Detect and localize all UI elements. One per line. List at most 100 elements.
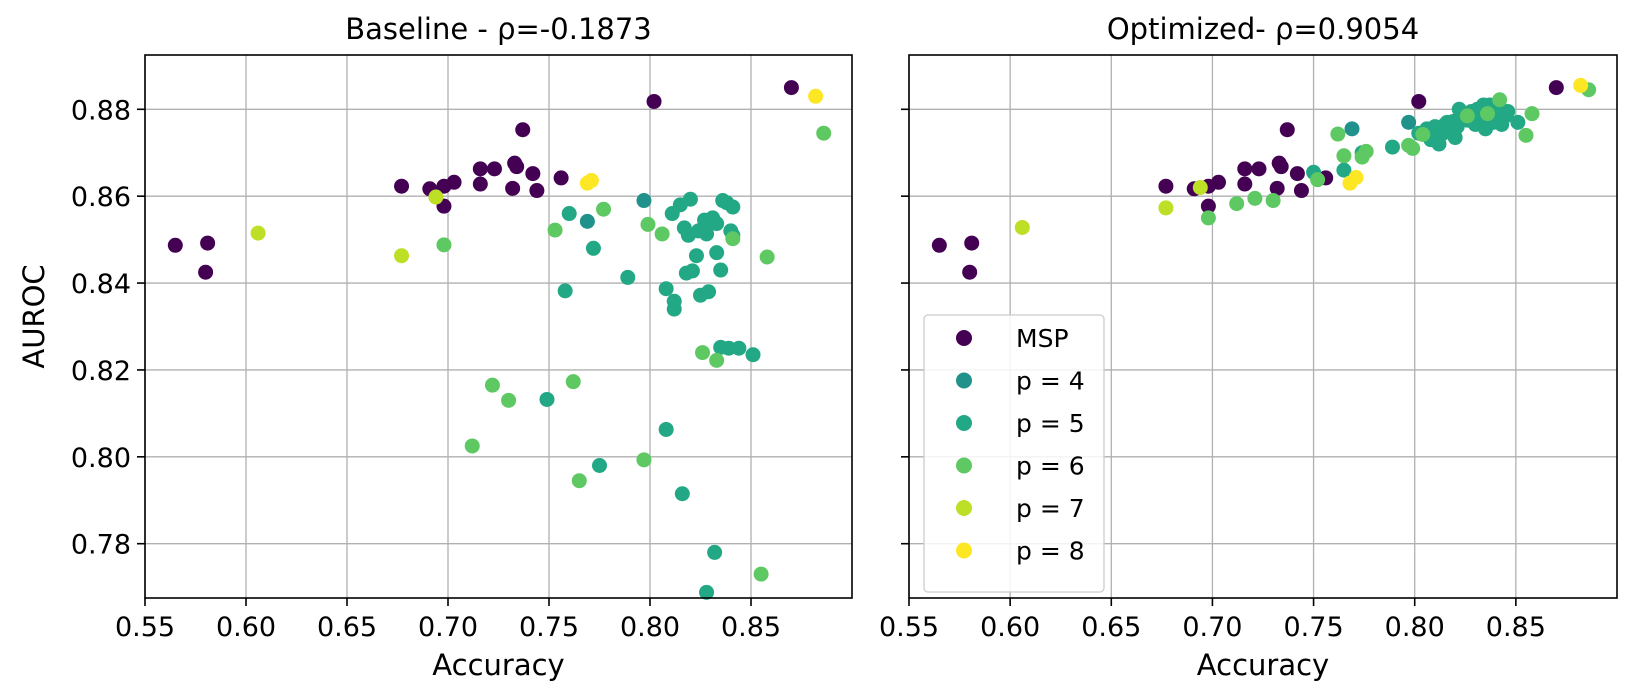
scatter-point <box>688 248 704 264</box>
scatter-point <box>1500 103 1516 119</box>
scatter-point <box>436 237 452 253</box>
x-tick-label: 0.75 <box>1284 612 1344 643</box>
scatter-point <box>484 377 500 393</box>
legend-marker <box>956 330 972 346</box>
scatter-point <box>1269 180 1285 196</box>
scatter-point <box>1411 93 1427 109</box>
scatter-point <box>1492 92 1508 108</box>
scatter-point <box>200 235 216 251</box>
scatter-point <box>1459 108 1475 124</box>
scatter-point <box>1330 126 1346 142</box>
scatter-point <box>713 262 729 278</box>
legend-marker <box>956 542 972 559</box>
y-tick-label: 0.78 <box>71 530 131 561</box>
scatter-point <box>1384 139 1400 155</box>
scatter-point <box>394 178 410 194</box>
scatter-point <box>1548 80 1564 96</box>
scatter-point <box>640 216 656 232</box>
scatter-point <box>962 264 978 280</box>
scatter-point <box>583 173 599 189</box>
y-axis-label: AUROC <box>17 264 51 368</box>
scatter-point <box>486 161 502 177</box>
scatter-point <box>553 170 569 186</box>
scatter-point <box>731 340 747 356</box>
y-tick-label: 0.80 <box>71 443 131 474</box>
y-tick-label: 0.88 <box>71 95 131 126</box>
scatter-point <box>596 201 612 217</box>
scatter-point <box>666 301 682 317</box>
scatter-point <box>753 566 769 582</box>
scatter-point <box>547 222 563 238</box>
scatter-point <box>1251 161 1267 177</box>
scatter-point <box>1524 106 1540 122</box>
scatter-point <box>682 191 698 207</box>
plot-frame <box>908 54 1618 599</box>
legend-label: p = 5 <box>1016 409 1085 438</box>
scatter-point <box>684 263 700 279</box>
scatter-point <box>1518 127 1534 143</box>
plot-frame <box>144 54 853 599</box>
scatter-point <box>816 125 832 141</box>
legend-marker <box>956 372 972 389</box>
scatter-point <box>620 269 636 285</box>
scatter-point <box>1510 114 1526 130</box>
x-tick-label: 0.55 <box>115 612 175 643</box>
scatter-point <box>707 544 723 560</box>
scatter-point <box>1358 143 1374 159</box>
y-tick-label: 0.82 <box>71 356 131 387</box>
scatter-point <box>1310 172 1326 188</box>
scatter-point <box>654 226 670 242</box>
scatter-point <box>1480 106 1496 122</box>
scatter-point <box>931 237 947 253</box>
scatter-point <box>1158 200 1174 216</box>
scatter-point <box>636 452 652 468</box>
scatter-point <box>1289 166 1305 182</box>
scatter-point <box>571 473 587 489</box>
scatter-point <box>472 176 488 192</box>
x-tick-label: 0.65 <box>317 612 377 643</box>
scatter-point <box>725 199 741 215</box>
legend-marker <box>956 457 972 474</box>
scatter-point <box>699 226 715 242</box>
legend-label: p = 6 <box>1016 452 1085 481</box>
x-tick-label: 0.80 <box>1385 612 1445 643</box>
scatter-point <box>1279 122 1295 138</box>
scatter-point <box>592 458 607 474</box>
x-tick-label: 0.85 <box>721 612 781 643</box>
scatter-point <box>658 421 674 437</box>
x-tick-label: 0.65 <box>1081 612 1141 643</box>
legend-label: p = 7 <box>1016 494 1085 523</box>
scatter-point <box>250 225 266 241</box>
scatter-point <box>394 248 410 264</box>
scatter-point <box>1336 162 1352 178</box>
scatter-point <box>501 392 517 408</box>
scatter-point <box>565 374 581 390</box>
scatter-point <box>1401 114 1417 130</box>
legend-marker <box>956 415 972 431</box>
scatter-point <box>1344 121 1360 137</box>
scatter-point <box>674 486 690 502</box>
scatter-point <box>808 88 824 104</box>
scatter-point <box>1237 161 1253 177</box>
scatter-point <box>557 283 573 299</box>
scatter-point <box>515 122 531 138</box>
scatter-point <box>1265 193 1281 209</box>
scatter-point <box>579 213 595 229</box>
scatter-point <box>1200 210 1216 226</box>
scatter-point <box>428 189 444 205</box>
x-tick-label: 0.85 <box>1486 612 1546 643</box>
x-tick-label: 0.70 <box>418 612 478 643</box>
scatter-point <box>198 264 214 280</box>
scatter-point <box>1200 198 1216 214</box>
scatter-point <box>1348 170 1364 186</box>
x-tick-label: 0.55 <box>879 612 939 643</box>
chart-title: Baseline - ρ=-0.1873 <box>345 12 652 46</box>
scatter-point <box>472 161 488 177</box>
x-tick-label: 0.80 <box>620 612 680 643</box>
x-tick-label: 0.60 <box>980 612 1040 643</box>
scatter-point <box>167 237 183 253</box>
scatter-point <box>1293 183 1309 199</box>
x-tick-label: 0.60 <box>216 612 276 643</box>
